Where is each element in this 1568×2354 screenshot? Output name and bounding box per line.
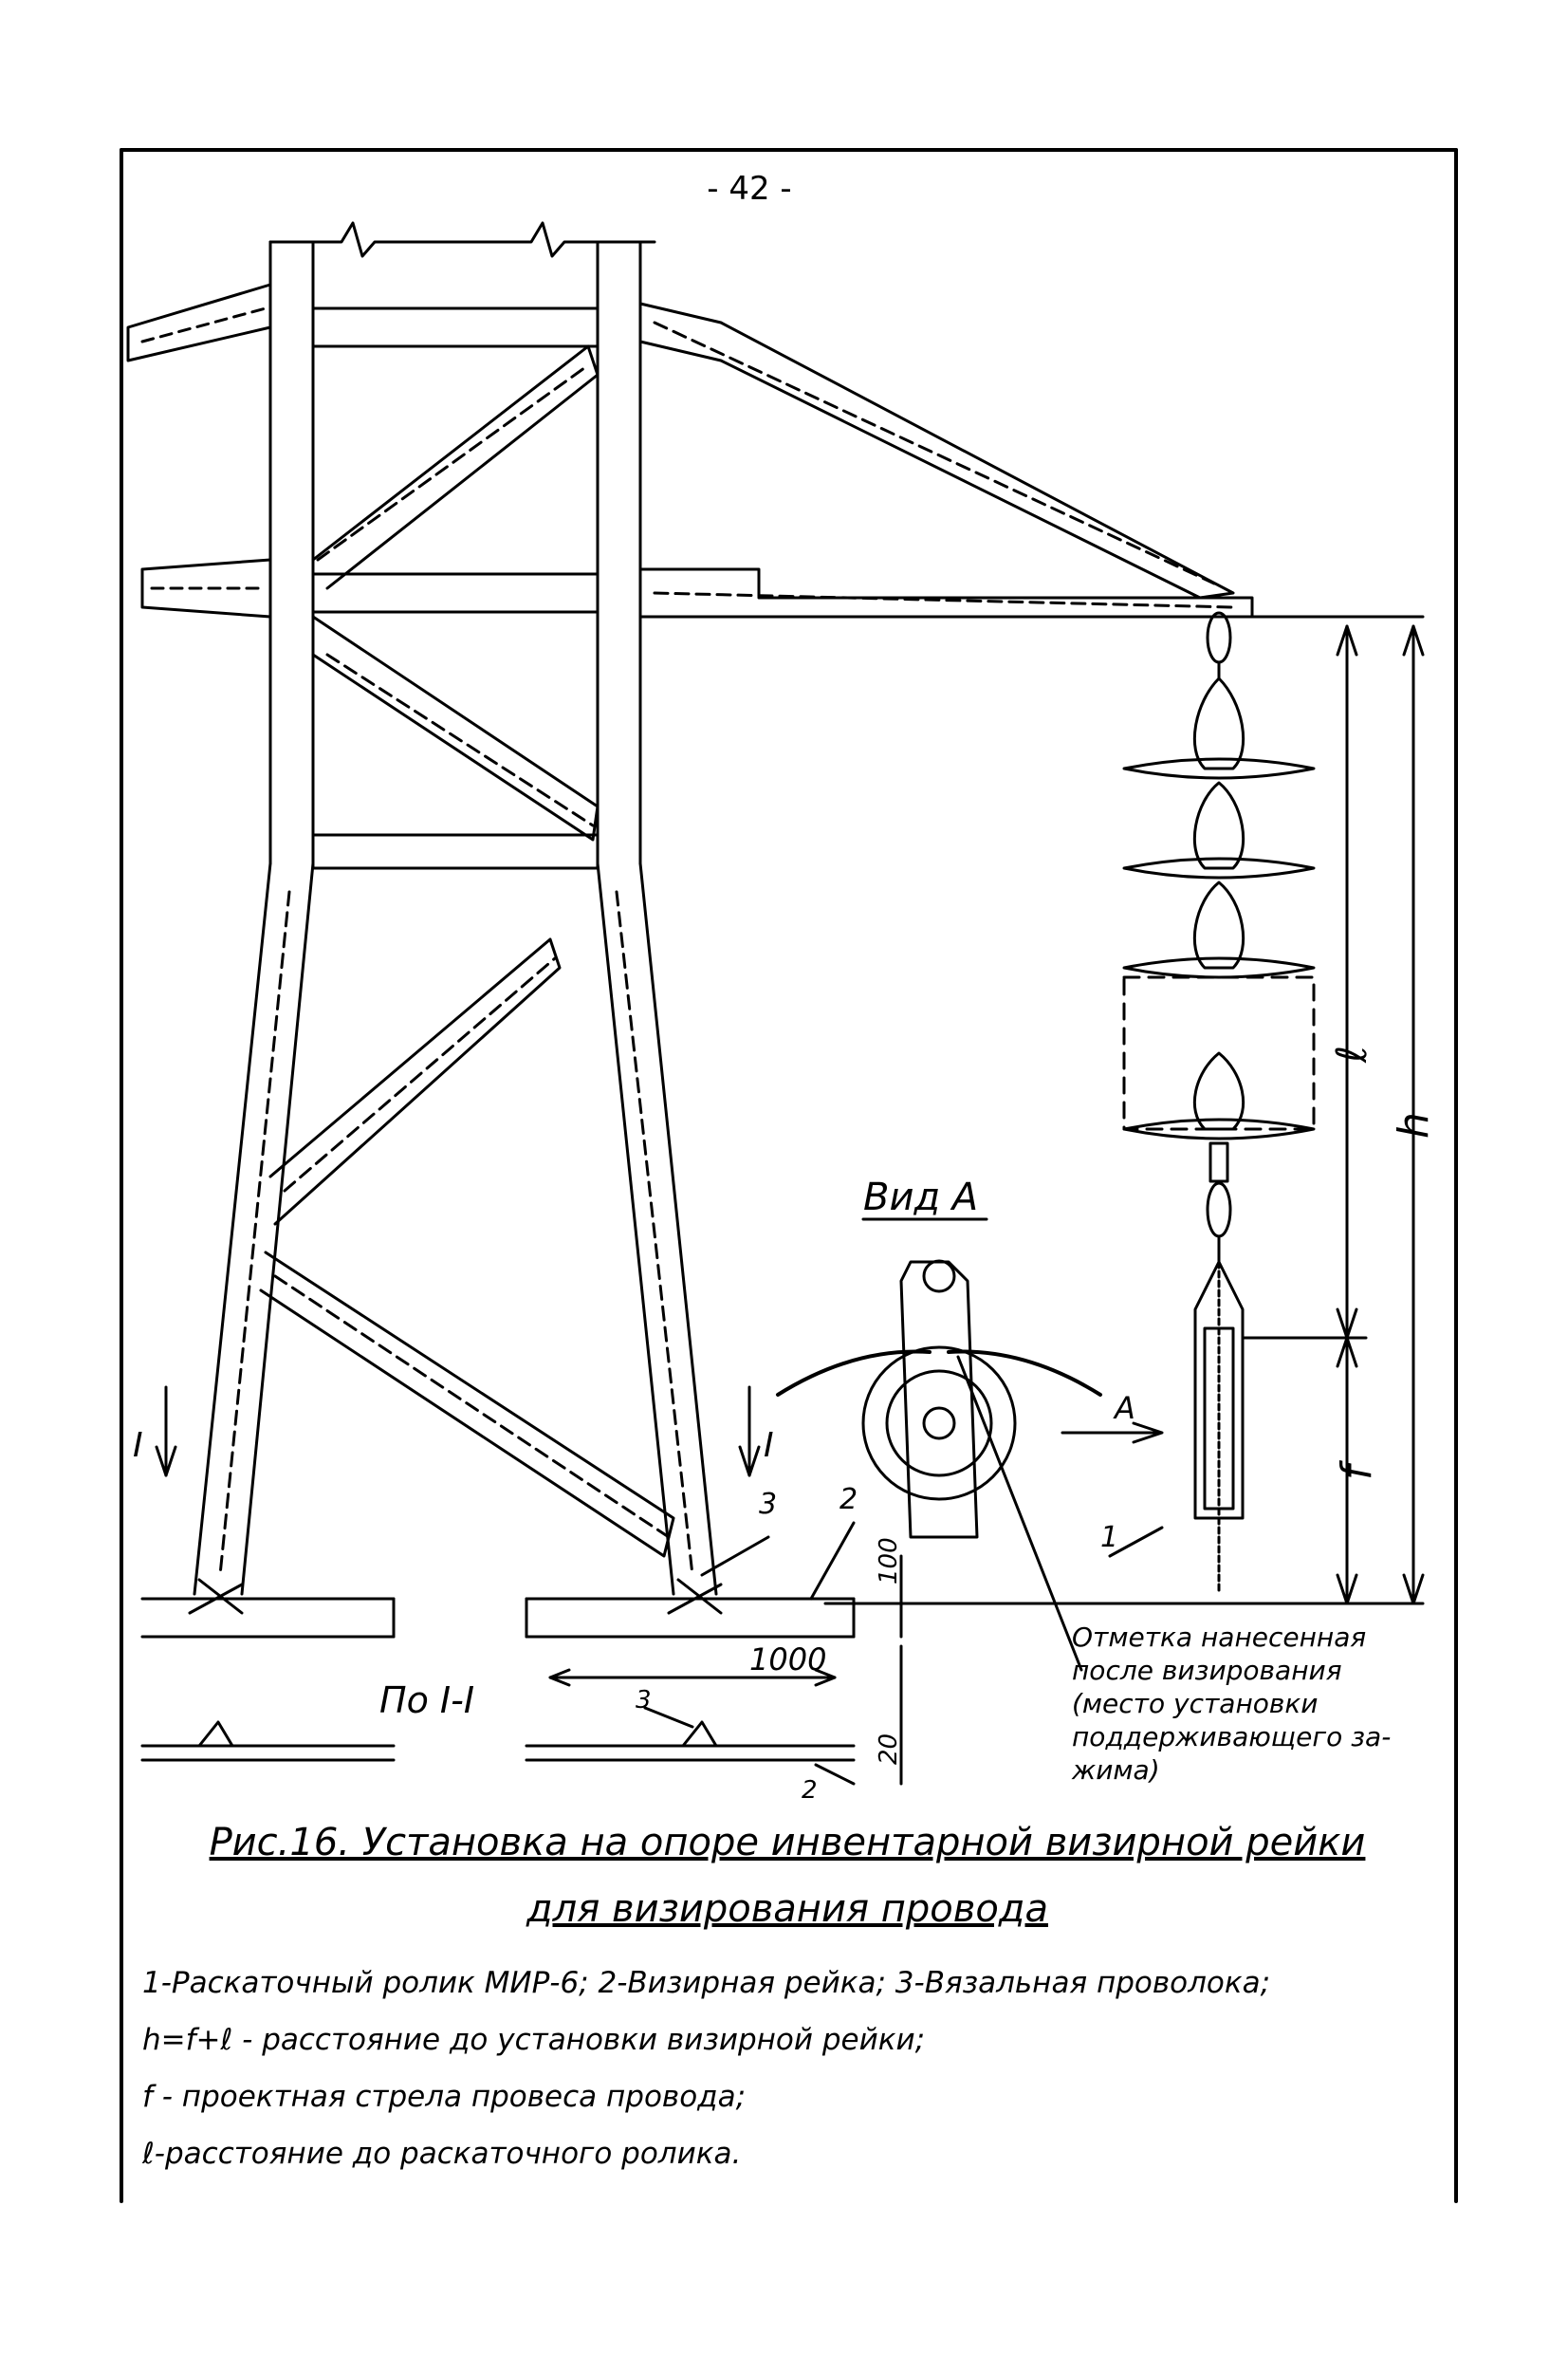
view-a-label: Вид А: [863, 1176, 978, 1219]
mark-note-line-3: (место установки: [1072, 1688, 1319, 1719]
callout-2-top: 2: [839, 1483, 858, 1516]
mark-note-line-5: жима): [1071, 1754, 1160, 1786]
section-marker-left: I: [133, 1426, 143, 1465]
callout-3-section: 3: [636, 1686, 652, 1715]
base-details: [140, 1385, 903, 1786]
insulator-string: [1122, 611, 1316, 1596]
figure-caption: Рис.16. Установка на опоре инвентарной в…: [141, 1821, 1365, 2171]
caption-title-line-1: Рис.16. Установка на опоре инвентарной в…: [210, 1821, 1366, 1864]
mark-note-line-1: Отметка нанесенная: [1072, 1622, 1366, 1653]
figure-labels: - 42 - Вид А А I I 3 2 1 100 1000 По I-I…: [133, 170, 1438, 1805]
legend-line-2: h=f+ℓ - расстояние до установки визирной…: [142, 2023, 925, 2057]
dim-1000: 1000: [749, 1641, 826, 1677]
mark-note-line-2: после визирования: [1072, 1655, 1342, 1686]
dim-100: 100: [875, 1537, 903, 1585]
tower-structure: [126, 221, 1254, 1596]
callout-3-top: 3: [759, 1488, 777, 1521]
mark-note-line-4: поддерживающего за-: [1072, 1721, 1391, 1752]
letter-l: ℓ: [1328, 1046, 1376, 1064]
dimension-lines: [823, 615, 1425, 1605]
sheet-frame: [120, 148, 1458, 2203]
legend-line-3: f - проектная стрела провеса провода;: [142, 2080, 746, 2114]
section-marker-right: I: [764, 1426, 774, 1465]
dim-20: 20: [875, 1733, 903, 1765]
legend-line-4: ℓ-расстояние до раскаточного ролика.: [141, 2137, 741, 2171]
arrow-a-label: А: [1113, 1390, 1135, 1426]
callout-2-section: 2: [802, 1776, 818, 1805]
page-number: - 42 -: [707, 170, 791, 208]
letter-f: f: [1333, 1459, 1381, 1480]
legend-line-1: 1-Раскаточный ролик МИР-6; 2-Визирная ре…: [142, 1966, 1270, 2000]
callout-1-roller: 1: [1100, 1521, 1118, 1554]
letter-h: h: [1390, 1112, 1438, 1139]
caption-title-line-2: для визирования провода: [526, 1887, 1048, 1931]
view-a: [776, 1217, 1164, 1672]
section-label: По I-I: [379, 1679, 474, 1721]
